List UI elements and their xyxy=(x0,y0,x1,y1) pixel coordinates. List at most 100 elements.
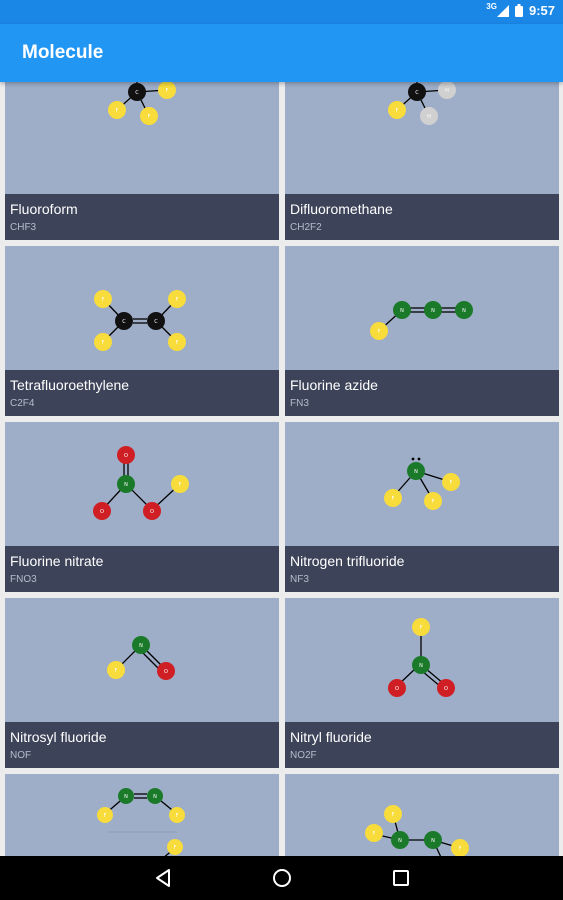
svg-text:F: F xyxy=(166,88,169,94)
molecule-card[interactable]: N F O Nitrosyl fluoride NOF xyxy=(5,598,279,768)
app-title: Molecule xyxy=(22,42,104,63)
svg-text:F: F xyxy=(116,108,119,114)
svg-text:F: F xyxy=(459,846,462,852)
oxygen-atom xyxy=(143,502,161,520)
home-icon[interactable] xyxy=(271,867,293,889)
svg-text:F: F xyxy=(176,813,179,819)
oxygen-atom xyxy=(437,679,455,697)
svg-text:H: H xyxy=(427,114,431,120)
svg-text:N: N xyxy=(124,482,128,488)
svg-text:F: F xyxy=(392,812,395,818)
nitrogen-atom xyxy=(393,301,411,319)
fluorine-atom xyxy=(384,805,402,823)
svg-text:F: F xyxy=(179,482,182,488)
svg-text:F: F xyxy=(432,499,435,505)
molecule-name: Fluorine azide xyxy=(290,377,378,393)
molecule-formula: FNO3 xyxy=(10,574,37,585)
svg-text:O: O xyxy=(164,669,168,675)
molecule-structure: F N N N xyxy=(370,301,473,340)
carbon-atom xyxy=(408,83,426,101)
svg-text:C: C xyxy=(415,90,419,96)
molecule-structure: F N N F N N F xyxy=(97,788,185,856)
svg-text:F: F xyxy=(176,297,179,303)
svg-text:N: N xyxy=(419,663,423,669)
recents-icon[interactable] xyxy=(390,867,412,889)
nitrogen-atom xyxy=(424,301,442,319)
carbon-atom xyxy=(128,83,146,101)
molecule-grid-container[interactable]: C F F F Fluoroform CHF3 xyxy=(0,82,563,856)
hydrogen-atom xyxy=(420,107,438,125)
molecule-formula: CH2F2 xyxy=(290,222,322,233)
molecule-name: Nitrosyl fluoride xyxy=(10,729,107,745)
fluorine-atom xyxy=(140,107,158,125)
svg-text:F: F xyxy=(420,625,423,631)
fluorine-atom xyxy=(94,333,112,351)
molecule-formula: NO2F xyxy=(290,750,317,761)
molecule-card[interactable]: F N N N Fluorine azide FN3 xyxy=(285,246,559,416)
molecule-formula: CHF3 xyxy=(10,222,37,233)
battery-icon xyxy=(514,4,523,17)
svg-text:O: O xyxy=(444,686,448,692)
fluorine-atom xyxy=(388,101,406,119)
fluorine-atom xyxy=(169,807,185,823)
svg-text:O: O xyxy=(395,686,399,692)
fluorine-atom xyxy=(412,618,430,636)
status-bar: 3G 9:57 xyxy=(0,0,563,24)
fluorine-atom xyxy=(94,290,112,308)
molecule-name: Tetrafluoroethylene xyxy=(10,377,130,393)
oxygen-atom xyxy=(117,446,135,464)
molecule-formula: NOF xyxy=(10,750,32,761)
svg-text:N: N xyxy=(462,308,466,314)
svg-text:N: N xyxy=(431,838,435,844)
molecule-structure: C C F F F F xyxy=(94,290,186,351)
fluorine-atom xyxy=(370,322,388,340)
molecule-card[interactable]: O N O O F Fluorine nitrate FNO3 xyxy=(5,422,279,592)
molecule-structure: F F N N F F xyxy=(365,805,469,856)
molecule-card[interactable]: N F F F Nitrogen trifluoride NF3 xyxy=(285,422,559,592)
card-caption: Nitrosyl fluoride NOF xyxy=(5,722,279,768)
svg-text:F: F xyxy=(148,114,151,120)
molecule-name: Nitryl fluoride xyxy=(290,729,372,745)
svg-text:F: F xyxy=(174,845,177,851)
nitrogen-atom xyxy=(117,475,135,493)
card-caption: Nitryl fluoride NO2F xyxy=(285,722,559,768)
back-icon[interactable] xyxy=(152,867,174,889)
fluorine-atom xyxy=(168,333,186,351)
molecule-card[interactable]: F N N F N N F xyxy=(5,774,279,856)
molecule-card[interactable]: F N O O Nitryl fluoride NO2F xyxy=(285,598,559,768)
navigation-bar xyxy=(0,856,563,900)
status-time: 9:57 xyxy=(528,3,555,18)
fluorine-atom xyxy=(451,839,469,856)
svg-text:F: F xyxy=(102,340,105,346)
svg-text:F: F xyxy=(450,480,453,486)
molecule-card[interactable]: C C F F F F Tetrafluoroethylene C2F4 xyxy=(5,246,279,416)
svg-text:N: N xyxy=(400,308,404,314)
fluorine-atom xyxy=(107,661,125,679)
fluorine-atom xyxy=(384,489,402,507)
nitrogen-atom xyxy=(407,462,425,480)
hydrogen-atom xyxy=(438,82,456,99)
molecule-structure: C F F F xyxy=(108,82,176,125)
svg-text:N: N xyxy=(431,308,435,314)
fluorine-atom xyxy=(97,807,113,823)
molecule-structure: N F O xyxy=(107,636,175,680)
svg-text:C: C xyxy=(154,319,158,325)
svg-text:H: H xyxy=(445,88,449,94)
svg-text:O: O xyxy=(150,509,154,515)
fluorine-atom xyxy=(365,824,383,842)
signal-icon xyxy=(496,4,509,17)
card-caption: Fluorine azide FN3 xyxy=(285,370,559,416)
svg-text:N: N xyxy=(398,838,402,844)
svg-text:O: O xyxy=(124,453,128,459)
molecule-card[interactable]: C F F F Fluoroform CHF3 xyxy=(5,82,279,240)
card-caption: Fluorine nitrate FNO3 xyxy=(5,546,279,592)
fluorine-atom xyxy=(442,473,460,491)
svg-text:F: F xyxy=(115,668,118,674)
network-type-icon: 3G xyxy=(486,2,497,11)
molecule-formula: NF3 xyxy=(290,574,309,585)
lone-pair-dot xyxy=(417,457,421,461)
molecule-card[interactable]: C H F H Difluoromethane CH2F2 xyxy=(285,82,559,240)
molecule-structure: F N O O xyxy=(388,618,455,697)
molecule-card[interactable]: F F N N F F xyxy=(285,774,559,856)
nitrogen-atom xyxy=(132,636,150,654)
